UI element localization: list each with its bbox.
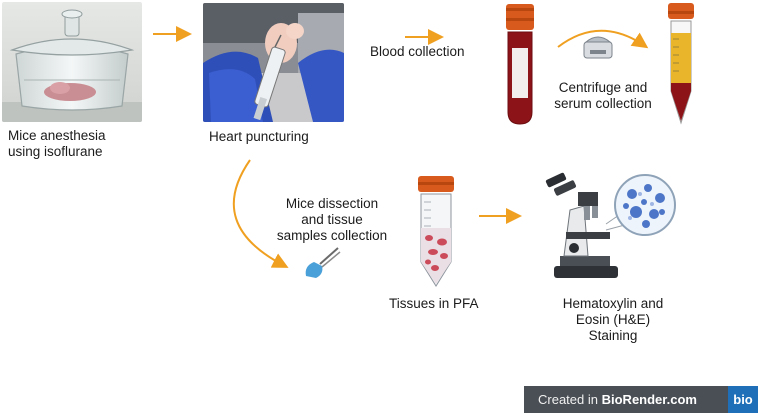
- arrow-centrifuge: [557, 29, 649, 49]
- biorender-banner[interactable]: Created in BioRender.com bio: [524, 386, 758, 413]
- dissection-label-line2: and tissue: [301, 212, 363, 227]
- staining-label-line3: Staining: [588, 328, 638, 343]
- syringe-photo: [203, 3, 344, 122]
- blood-tube-icon: [506, 4, 534, 125]
- staining-label-line1: Hematoxylin and: [562, 296, 664, 311]
- tissue-magnifier-icon: [614, 174, 676, 236]
- dissection-label-line1: Mice dissection: [285, 196, 379, 211]
- centrifuge-label-line2: serum collection: [554, 96, 652, 111]
- desiccator-photo: [2, 2, 142, 122]
- tissues-label: Tissues in PFA: [389, 296, 479, 311]
- arrow-curve-down: [232, 159, 289, 268]
- centrifuge-icon: [583, 36, 613, 59]
- staining-label-line2: Eosin (H&E): [575, 312, 651, 327]
- banner-prefix: Created in: [538, 392, 598, 407]
- blood-label: Blood collection: [370, 44, 465, 59]
- forceps-icon: [305, 247, 341, 278]
- biorender-logo-icon: bio: [728, 386, 758, 413]
- pfa-tube-icon: [418, 176, 454, 287]
- centrifuge-label-line1: Centrifuge and: [558, 80, 648, 95]
- anesthesia-label-line2: using isoflurane: [8, 144, 103, 159]
- heart-label: Heart puncturing: [209, 129, 309, 144]
- banner-brand: BioRender.com: [601, 392, 697, 407]
- anesthesia-label-line1: Mice anesthesia: [8, 128, 106, 143]
- dissection-label-line3: samples collection: [276, 228, 388, 243]
- serum-tube-icon: [668, 3, 694, 125]
